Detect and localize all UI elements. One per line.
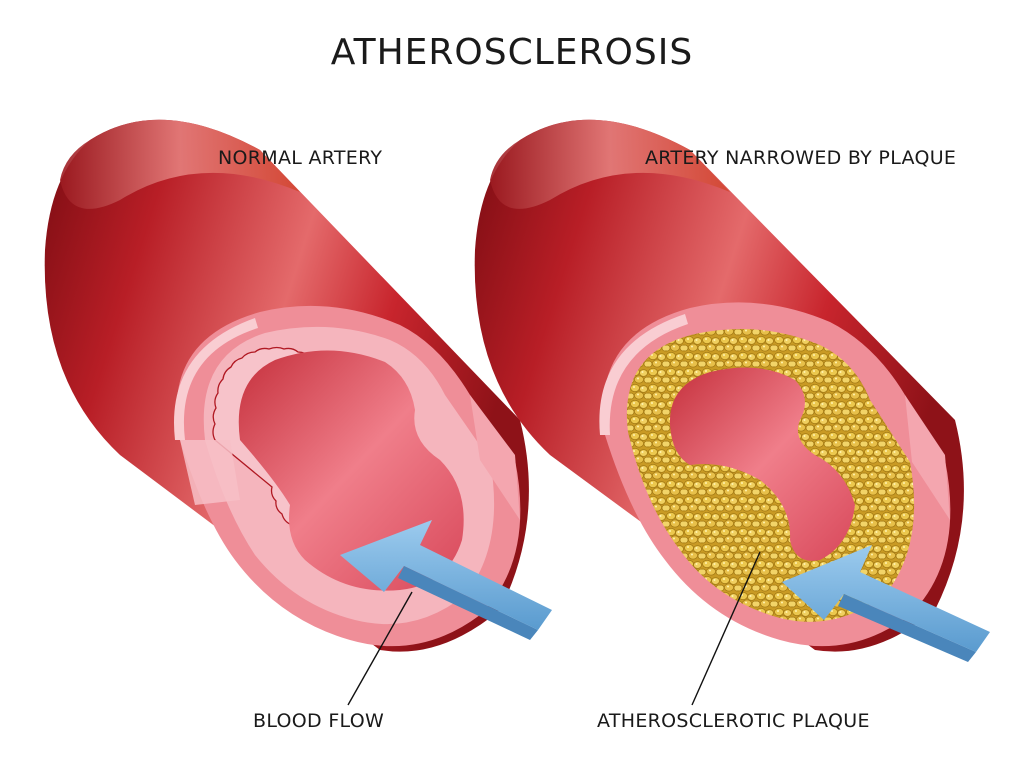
narrowed-artery bbox=[474, 119, 964, 652]
blood-flow-label: BLOOD FLOW bbox=[253, 710, 385, 732]
normal-artery bbox=[44, 119, 529, 652]
narrowed-artery-lumen bbox=[669, 367, 855, 561]
normal-artery-label: NORMAL ARTERY bbox=[218, 147, 383, 169]
narrowed-artery-label: ARTERY NARROWED BY PLAQUE bbox=[645, 147, 957, 169]
blood-flow-leader-line bbox=[347, 591, 413, 706]
blood-flow-arrow-narrowed bbox=[782, 545, 990, 662]
plaque-leader-line bbox=[691, 551, 761, 706]
diagram-title: ATHEROSCLEROSIS bbox=[330, 32, 694, 73]
blood-flow-arrow bbox=[340, 520, 552, 640]
plaque-label: ATHEROSCLEROTIC PLAQUE bbox=[597, 710, 870, 732]
